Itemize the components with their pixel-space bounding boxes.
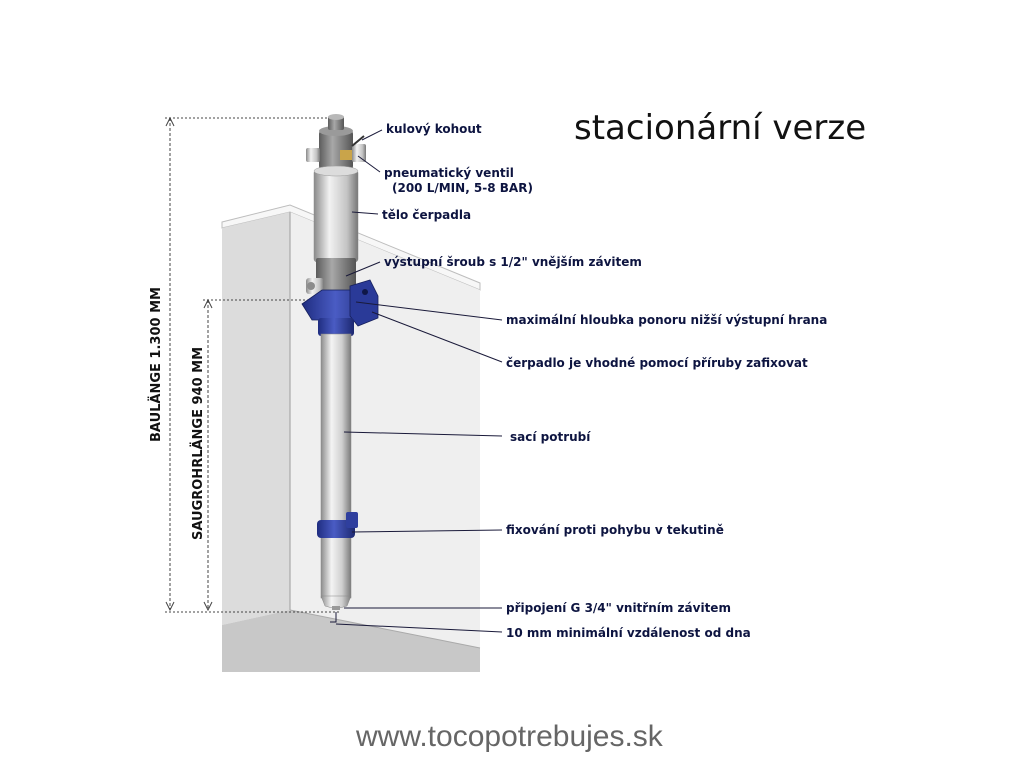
lower-clamp-tab — [346, 512, 358, 528]
leader-pneumatic-valve — [357, 155, 381, 173]
leader-lines — [330, 129, 503, 633]
callout-outlet-screw: výstupní šroub s 1/2" vnějším závitem — [384, 255, 642, 269]
callout-ball-valve: kulový kohout — [386, 122, 482, 136]
leader-ball-valve — [361, 129, 383, 141]
callout-fixing-motion: fixování proti pohybu v tekutině — [506, 523, 724, 537]
suction-tube-length-label: SAUGROHRLÄNGE 940 MM — [190, 347, 206, 540]
suction-bottom-arrow — [203, 601, 213, 612]
pump — [301, 114, 379, 610]
leader-max-depth — [355, 301, 503, 321]
callout-pump-body: tělo čerpadla — [382, 208, 472, 222]
callout-pneumatic-valve: pneumatický ventil — [384, 166, 514, 180]
overall-bottom-arrow — [165, 601, 175, 612]
ball-valve-fitting — [352, 144, 366, 162]
callout-pneumatic-valve-spec: (200 L/MIN, 5-8 BAR) — [392, 181, 533, 195]
callout-max-depth: maximální hloubka ponoru nižší výstupní … — [506, 313, 828, 327]
suction-tube — [320, 333, 352, 599]
left-fitting — [306, 148, 320, 162]
leader-pump-body — [351, 211, 379, 215]
overall-length-label: BAULÄNGE 1.300 MM — [148, 287, 164, 442]
leader-min-distance — [330, 612, 337, 623]
tank-floor — [222, 610, 480, 672]
callout-flange-fix: čerpadlo je vhodné pomocí příruby zafixo… — [506, 356, 808, 370]
leader-outlet-screw — [345, 261, 381, 277]
tank-left-wall — [222, 212, 290, 625]
leader-suction-pipe — [343, 431, 503, 437]
footer-url: www.tocopotrebujes.sk — [356, 720, 663, 753]
callout-connection: připojení G 3/4" vnitřním závitem — [506, 601, 731, 615]
leader-fixing-motion — [351, 529, 503, 533]
pump-outlet-section — [316, 258, 356, 292]
lower-clamp — [317, 520, 355, 538]
flange-lower — [318, 318, 354, 336]
callout-min-distance: 10 mm minimální vzdálenost od dna — [506, 626, 751, 640]
pump-body — [313, 169, 359, 263]
overall-top-arrow — [165, 116, 175, 127]
callout-suction-pipe: sací potrubí — [510, 430, 591, 444]
tank-floor-edge — [289, 609, 481, 649]
suction-top-arrow — [203, 298, 213, 309]
pump-cap-top — [319, 126, 353, 136]
valve-brass — [340, 150, 352, 160]
page-title: stacionární verze — [574, 108, 867, 148]
leader-flange-fix — [371, 311, 503, 363]
